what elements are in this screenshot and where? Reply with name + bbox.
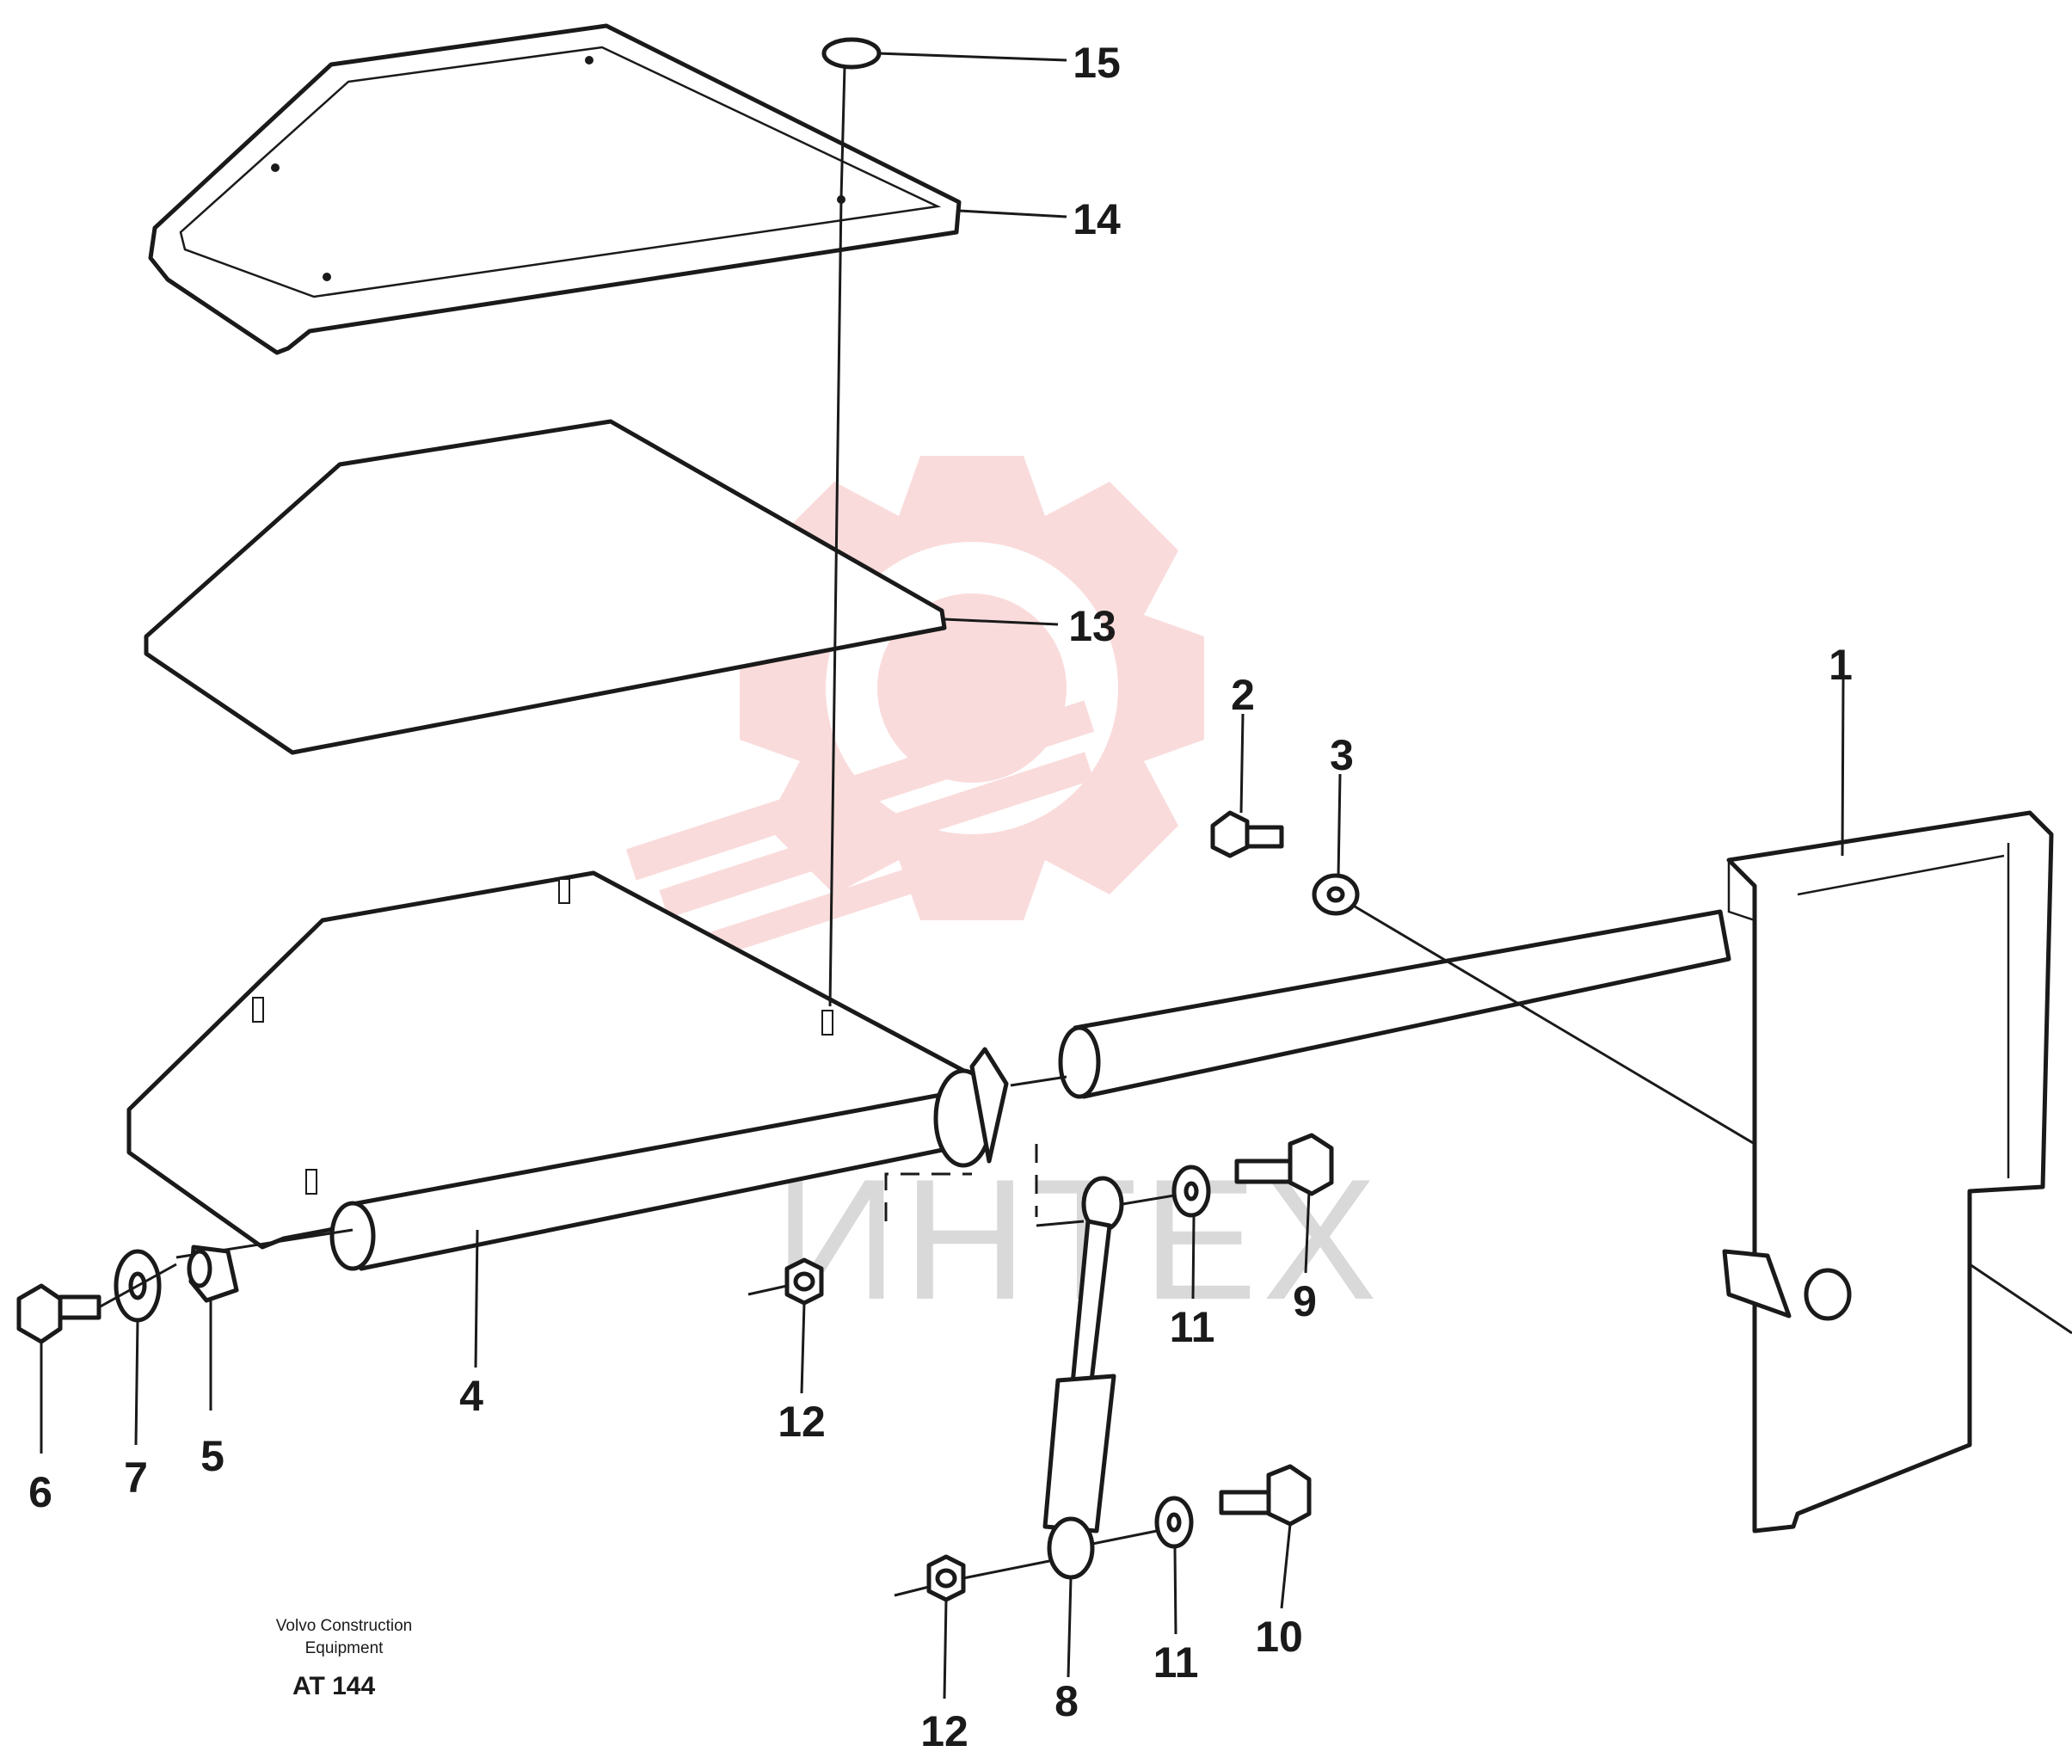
axis-line-lower-right — [1091, 1529, 1158, 1546]
callout-1: 1 — [1829, 641, 1853, 689]
footer-drawing-code: AT 144 — [292, 1672, 375, 1700]
callout-9: 9 — [1293, 1277, 1317, 1325]
base-plate-assembly-4 — [126, 870, 1009, 1271]
callout-8: 8 — [1054, 1677, 1079, 1725]
washer-11-upper — [1171, 1165, 1211, 1218]
nut-12-upper — [784, 1257, 824, 1306]
nut-12-lower — [926, 1554, 966, 1602]
leader-lines — [40, 52, 1845, 1699]
bolt-2 — [1210, 810, 1284, 858]
callout-12-upper: 12 — [778, 1398, 826, 1446]
callout-13: 13 — [1068, 602, 1116, 650]
bolt-9 — [1234, 1133, 1334, 1196]
callout-7: 7 — [124, 1454, 148, 1502]
callout-4: 4 — [459, 1372, 483, 1420]
axis-line-upper-right — [1122, 1194, 1175, 1206]
callout-14: 14 — [1073, 195, 1121, 243]
washer-3 — [1312, 873, 1360, 916]
callout-15: 15 — [1073, 39, 1121, 87]
washer-11-lower — [1154, 1496, 1194, 1549]
callout-10: 10 — [1255, 1613, 1303, 1661]
shaft — [1010, 909, 1731, 1099]
bolt-6 — [16, 1283, 101, 1344]
cover-plate-14 — [148, 23, 962, 355]
bolt-10 — [1219, 1464, 1312, 1527]
footer-brand-line1: Volvo Construction — [276, 1617, 412, 1635]
footer-brand-line2: Equipment — [305, 1639, 384, 1657]
axis-line-nut-upper — [747, 1284, 788, 1296]
alignment-line — [828, 197, 843, 1007]
callout-12-lower: 12 — [920, 1707, 968, 1755]
pad-13 — [144, 419, 947, 755]
axis-line-spring-lower — [962, 1559, 1050, 1580]
callout-6: 6 — [28, 1468, 52, 1516]
callout-3: 3 — [1330, 731, 1354, 779]
frame-bracket-1 — [1341, 810, 2072, 1534]
axis-line-left — [98, 1263, 177, 1309]
callout-11-lower: 11 — [1153, 1638, 1199, 1687]
dashed-connector-left — [884, 1172, 972, 1221]
bushing-5 — [187, 1245, 239, 1303]
axis-line-nut-lower — [894, 1585, 930, 1597]
callout-11-upper: 11 — [1170, 1303, 1215, 1351]
gas-spring-8 — [1036, 1176, 1124, 1580]
callout-5: 5 — [200, 1432, 224, 1480]
callout-2: 2 — [1231, 671, 1255, 719]
